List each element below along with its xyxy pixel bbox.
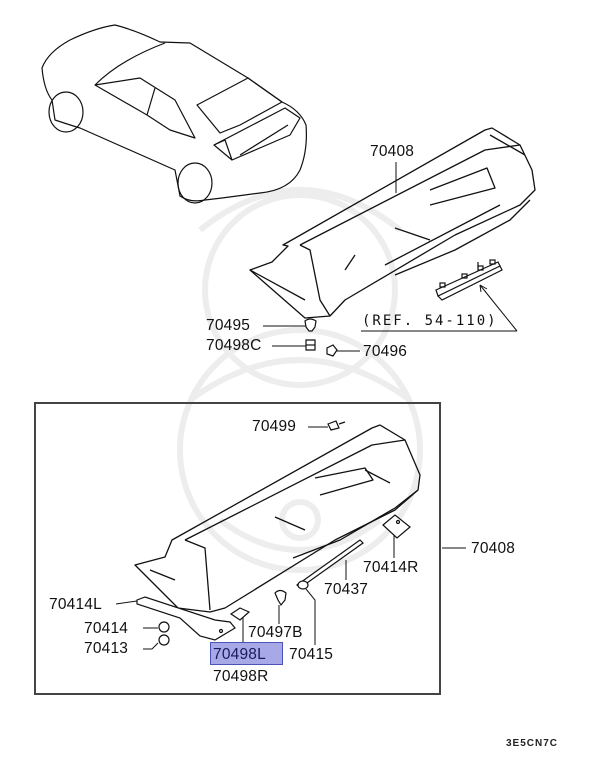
part-label-70495[interactable]: 70495 — [206, 317, 251, 334]
lower-spoiler-illustration — [134, 424, 421, 613]
part-label-70496[interactable]: 70496 — [363, 343, 408, 360]
part-label-70414R[interactable]: 70414R — [363, 559, 419, 576]
reference-note: (REF. 54-110) — [362, 313, 498, 329]
upper-leader-lines — [263, 162, 397, 352]
reference-leader-line — [361, 284, 518, 332]
upper-hardware — [304, 318, 338, 357]
part-label-70413[interactable]: 70413 — [84, 640, 129, 657]
upper-spoiler-illustration — [249, 127, 536, 319]
part-label-70408-upper[interactable]: 70408 — [370, 143, 415, 160]
part-label-70414L[interactable]: 70414L — [49, 596, 102, 613]
lower-assembly-frame — [34, 402, 441, 695]
part-label-70414[interactable]: 70414 — [84, 620, 129, 637]
part-label-70499[interactable]: 70499 — [252, 418, 297, 435]
part-label-70497B[interactable]: 70497B — [248, 624, 303, 641]
diagram-code: 3E5CN7C — [506, 738, 559, 749]
part-label-70498L[interactable]: 70498L — [213, 646, 266, 663]
brake-light-illustration — [435, 259, 503, 301]
lower-hardware — [136, 420, 411, 646]
watermark-emblem — [177, 187, 423, 573]
part-label-70415[interactable]: 70415 — [289, 646, 334, 663]
lower-leader-lines — [115, 426, 466, 650]
part-label-70408-lower[interactable]: 70408 — [471, 540, 516, 557]
car-illustration — [41, 24, 307, 204]
selected-part-highlight — [210, 642, 283, 665]
part-label-70437[interactable]: 70437 — [324, 581, 369, 598]
part-label-70498R[interactable]: 70498R — [213, 668, 269, 685]
part-label-70498C[interactable]: 70498C — [206, 337, 262, 354]
